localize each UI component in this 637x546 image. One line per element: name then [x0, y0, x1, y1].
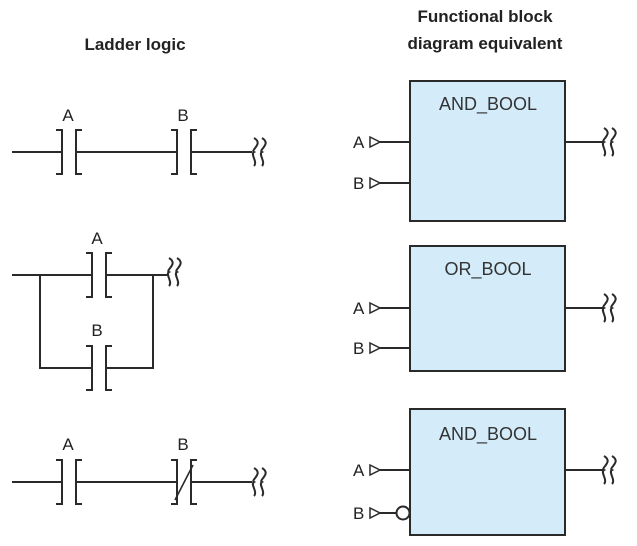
input-arrow-icon — [369, 176, 382, 190]
contact-label: B — [177, 435, 188, 454]
function-block-and — [369, 80, 617, 222]
negation-circle-icon — [395, 505, 411, 521]
input-arrow-icon — [369, 506, 382, 520]
break-squiggle-icon — [251, 467, 267, 497]
nc-slash — [174, 464, 194, 501]
input-label: B — [353, 174, 364, 193]
break-squiggle-icon — [601, 293, 617, 323]
input-label: B — [353, 339, 364, 358]
ladder-rung-3 — [12, 459, 267, 505]
block-title: AND_BOOL — [439, 424, 537, 445]
ladder-rung-2 — [12, 252, 182, 391]
block-title: AND_BOOL — [439, 94, 537, 115]
break-squiggle-icon — [166, 257, 182, 287]
ladder-rung-1 — [12, 129, 267, 175]
input-label: A — [353, 133, 365, 152]
contact-label: B — [177, 106, 188, 125]
fbd-heading-line1: Functional block — [417, 7, 553, 26]
break-squiggle-icon — [601, 127, 617, 157]
contact-no — [86, 345, 112, 391]
input-label: A — [353, 299, 365, 318]
input-arrow-icon — [369, 135, 382, 149]
contact-label: A — [62, 435, 74, 454]
branch-wire — [39, 275, 92, 369]
ladder-logic-heading: Ladder logic — [84, 35, 186, 54]
function-block-and-negated — [369, 408, 617, 536]
function-block-or — [369, 245, 617, 372]
block-title: OR_BOOL — [444, 259, 531, 280]
break-squiggle-icon — [251, 137, 267, 167]
input-label: A — [353, 461, 365, 480]
fbd-heading-line2: diagram equivalent — [407, 34, 563, 53]
contact-label: A — [62, 106, 74, 125]
input-arrow-icon — [369, 301, 382, 315]
branch-wire — [106, 275, 154, 369]
contact-label: B — [91, 321, 102, 340]
contact-label: A — [91, 229, 103, 248]
fbd-heading: Functional block diagram equivalent — [380, 3, 590, 57]
block-body — [409, 408, 566, 536]
block-body — [409, 80, 566, 222]
input-arrow-icon — [369, 463, 382, 477]
input-arrow-icon — [369, 341, 382, 355]
input-label: B — [353, 504, 364, 523]
break-squiggle-icon — [601, 455, 617, 485]
